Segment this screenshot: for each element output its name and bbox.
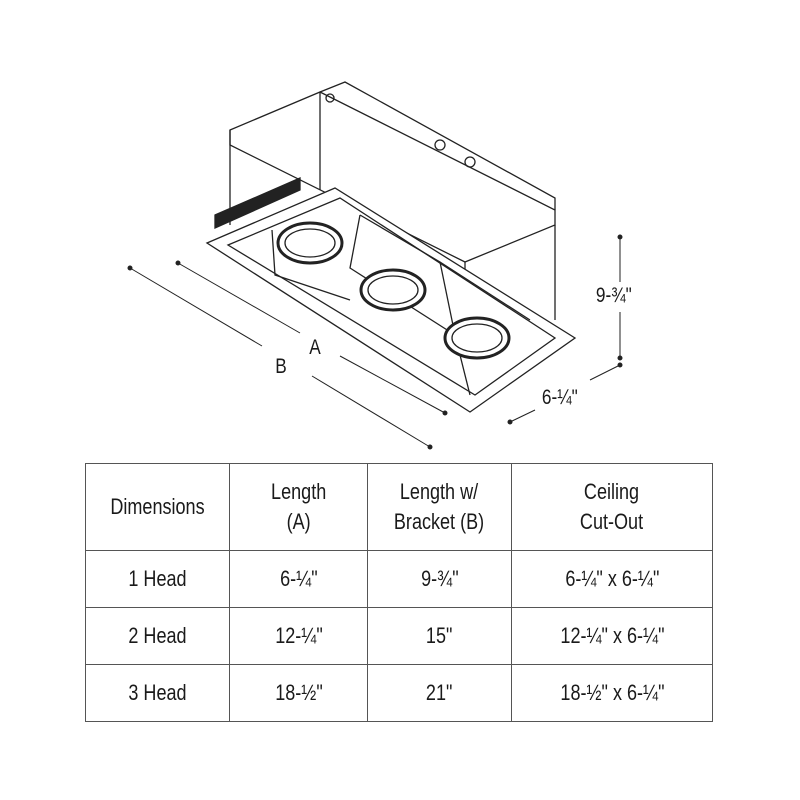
cell-cutout: 18-½" x 6-¼" — [559, 680, 665, 705]
dimension-lines — [127, 234, 623, 450]
cell-heads: 1 Head — [128, 566, 187, 591]
table-header-row: Dimensions Length (A) Length w/ Bracket … — [85, 463, 713, 551]
cell-heads: 2 Head — [128, 623, 187, 648]
cell-cutout: 12-¼" x 6-¼" — [559, 623, 665, 648]
dimension-label-a: A — [309, 336, 321, 359]
dimensions-table: Dimensions Length (A) Length w/ Bracket … — [85, 463, 713, 722]
header-length-bracket-b: Length w/ Bracket (B) — [394, 479, 485, 534]
cell-length-b: 21" — [426, 680, 453, 705]
header-ceiling-cutout: Ceiling Cut-Out — [580, 479, 644, 534]
dimension-label-b: B — [275, 355, 287, 378]
header-dimensions: Dimensions — [110, 494, 205, 519]
lamp-heads — [276, 221, 511, 360]
fixture-drawing — [127, 81, 623, 450]
housing-box — [214, 81, 556, 360]
cell-length-b: 15" — [426, 623, 453, 648]
table-row: 2 Head 12-¼" 15" 12-¼" x 6-¼" — [85, 607, 713, 665]
header-length-a: Length (A) — [270, 479, 327, 534]
cell-length-b: 9-¾" — [420, 566, 459, 591]
cell-length-a: 18-½" — [274, 680, 323, 705]
cell-heads: 3 Head — [128, 680, 187, 705]
dimension-label-width: 6-¼" — [541, 386, 578, 409]
cell-length-a: 12-¼" — [274, 623, 323, 648]
table-row: 1 Head 6-¼" 9-¾" 6-¼" x 6-¼" — [85, 550, 713, 608]
cell-cutout: 6-¼" x 6-¼" — [564, 566, 660, 591]
dimension-label-height: 9-¾" — [595, 284, 632, 307]
table-row: 3 Head 18-½" 21" 18-½" x 6-¼" — [85, 664, 713, 722]
cell-length-a: 6-¼" — [279, 566, 318, 591]
